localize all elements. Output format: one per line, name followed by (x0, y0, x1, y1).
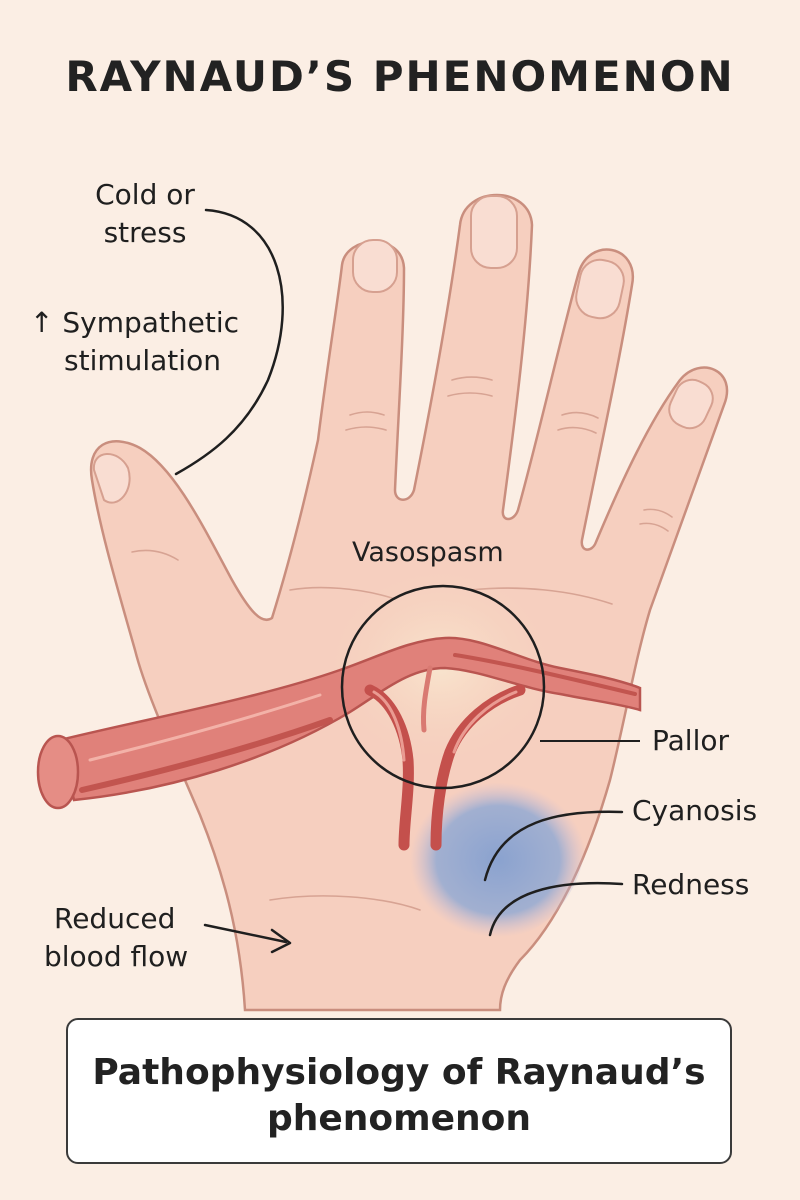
nail-middle (470, 195, 518, 269)
sympathetic-label: ↑ Sympathetic stimulation (30, 304, 239, 380)
reduced-flow-label: Reduced blood flow (44, 900, 188, 976)
caption-line1: Pathophysiology of Raynaud’s (92, 1052, 706, 1093)
nail-thumb (92, 453, 131, 504)
cold-label-line1: Cold or (95, 178, 195, 211)
vasospasm-label: Vasospasm (352, 537, 504, 568)
nail-little (668, 378, 714, 430)
nail-ring (575, 258, 625, 320)
redness-callout-line (488, 881, 624, 937)
caption-text: Pathophysiology of Raynaud’s phenomenon (68, 1050, 730, 1142)
reduced-label-line2: blood flow (44, 940, 189, 973)
caption-line2: phenomenon (266, 1098, 532, 1139)
up-arrow-icon: ↑ (30, 306, 54, 339)
cold-stress-label: Cold or stress (70, 176, 220, 252)
page-title: RAYNAUD’S PHENOMENON (65, 52, 735, 101)
pallor-label: Pallor (652, 724, 729, 757)
caption-box: Pathophysiology of Raynaud’s phenomenon (66, 1018, 732, 1164)
cold-callout-line (174, 208, 284, 476)
nail-index (352, 239, 398, 293)
symp-label-line2: stimulation (64, 344, 221, 377)
cyanosis-label: Cyanosis (632, 794, 758, 827)
cyanosis-callout-line (483, 810, 624, 882)
cold-label-line2: stress (103, 216, 187, 249)
reduced-flow-arrow-line (203, 923, 288, 944)
reduced-label-line1: Reduced (54, 902, 176, 935)
symp-label-line1: Sympathetic (62, 306, 240, 339)
artery-end (36, 734, 80, 810)
reduced-flow-arrowhead (270, 928, 292, 954)
redness-label: Redness (632, 868, 750, 901)
vasospasm-circle (340, 584, 546, 790)
